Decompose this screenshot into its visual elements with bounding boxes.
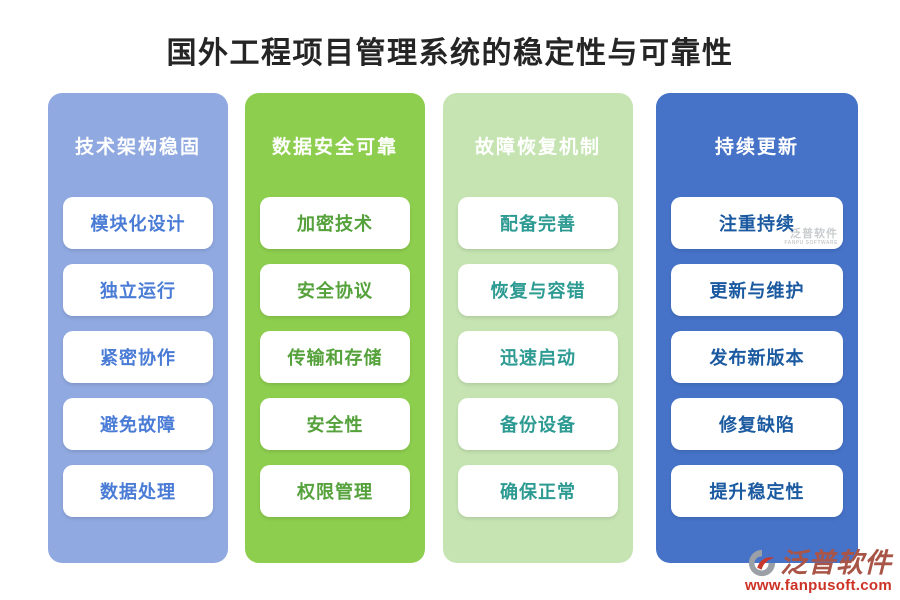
list-item: 确保正常 — [458, 465, 618, 517]
item-label: 权限管理 — [297, 482, 373, 502]
item-label: 安全性 — [306, 415, 364, 435]
column-header: 故障恢复机制 — [474, 136, 601, 158]
column-header: 数据安全可靠 — [271, 136, 398, 158]
column-header: 技术架构稳固 — [74, 136, 201, 158]
list-item: 安全性 — [260, 398, 410, 450]
item-label: 修复缺陷 — [719, 415, 795, 435]
list-item: 模块化设计 — [63, 197, 213, 249]
item-label: 配备完善 — [500, 214, 576, 234]
page-title: 国外工程项目管理系统的稳定性与可靠性 — [166, 37, 734, 70]
item-label: 注重持续 — [719, 214, 795, 234]
brand-watermark: 泛普软件 www.fanpusoft.com — [745, 548, 892, 594]
list-item: 配备完善 — [458, 197, 618, 249]
list-item: 加密技术 — [260, 197, 410, 249]
list-item: 迅速启动 — [458, 331, 618, 383]
list-item: 恢复与容错 — [458, 264, 618, 316]
list-item: 提升稳定性 — [671, 465, 843, 517]
list-item: 避免故障 — [63, 398, 213, 450]
item-label: 加密技术 — [297, 214, 373, 234]
item-label: 恢复与容错 — [490, 281, 586, 301]
item-label: 迅速启动 — [500, 348, 576, 368]
list-item: 权限管理 — [260, 465, 410, 517]
watermark-url: www.fanpusoft.com — [744, 577, 892, 595]
list-item: 独立运行 — [63, 264, 213, 316]
list-item: 修复缺陷 — [671, 398, 843, 450]
list-item: 发布新版本 — [671, 331, 843, 383]
watermark-brand: 泛普软件 — [780, 548, 892, 579]
column-tech-architecture: 技术架构稳固 模块化设计 独立运行 紧密协作 避免故障 数据处理 — [48, 93, 228, 563]
item-label: 提升稳定性 — [709, 482, 805, 502]
list-item: 安全协议 — [260, 264, 410, 316]
embedded-watermark-sub: FANPU SOFTWARE — [784, 239, 838, 246]
list-item: 数据处理 — [63, 465, 213, 517]
brand-row: 泛普软件 — [747, 548, 892, 578]
item-label: 数据处理 — [100, 482, 176, 502]
columns-container: 技术架构稳固 模块化设计 独立运行 紧密协作 避免故障 数据处理 数据安全可靠 … — [48, 93, 858, 563]
column-continuous-update: 持续更新 注重持续 泛普软件 FANPU SOFTWARE 更新与维护 发布新版… — [656, 93, 858, 563]
list-item: 注重持续 泛普软件 FANPU SOFTWARE — [671, 197, 843, 249]
item-label: 紧密协作 — [100, 348, 176, 368]
list-item: 传输和存储 — [260, 331, 410, 383]
list-item: 备份设备 — [458, 398, 618, 450]
item-label: 更新与维护 — [709, 281, 805, 301]
item-label: 确保正常 — [500, 482, 576, 502]
item-label: 模块化设计 — [90, 214, 186, 234]
item-label: 传输和存储 — [287, 348, 383, 368]
item-label: 发布新版本 — [709, 348, 805, 368]
item-label: 避免故障 — [100, 415, 176, 435]
fanpu-logo-icon — [748, 550, 776, 577]
item-label: 备份设备 — [500, 415, 576, 435]
list-item: 更新与维护 — [671, 264, 843, 316]
list-item: 紧密协作 — [63, 331, 213, 383]
item-label: 独立运行 — [100, 281, 176, 301]
column-data-security: 数据安全可靠 加密技术 安全协议 传输和存储 安全性 权限管理 — [245, 93, 425, 563]
item-label: 安全协议 — [297, 281, 373, 301]
column-fault-recovery: 故障恢复机制 配备完善 恢复与容错 迅速启动 备份设备 确保正常 — [443, 93, 633, 563]
column-header: 持续更新 — [714, 136, 799, 158]
